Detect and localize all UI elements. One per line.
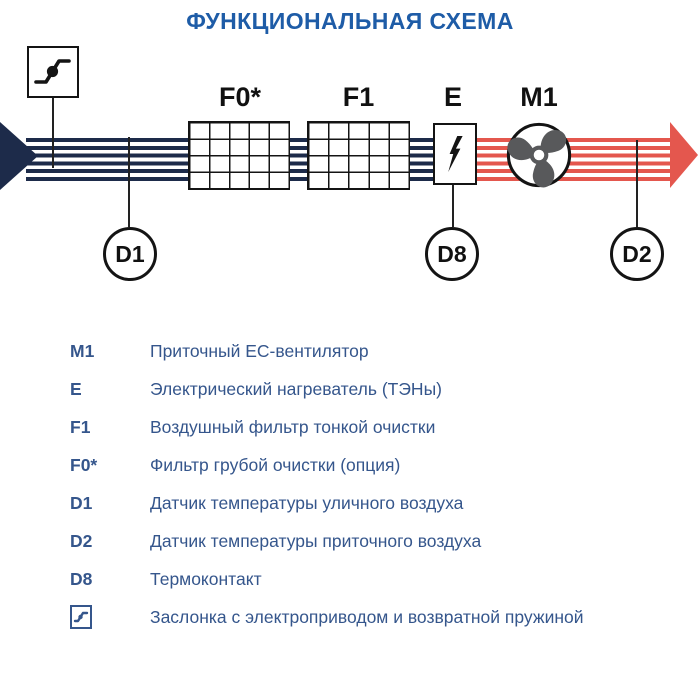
lightning-bolt-icon (448, 136, 463, 172)
page-title: ФУНКЦИОНАЛЬНАЯ СХЕМА (186, 8, 514, 34)
sensor-d8: D8 (425, 227, 479, 281)
sensor-d2: D2 (610, 227, 664, 281)
fan-unit (505, 121, 573, 189)
legend-row-m1: M1 Приточный EC-вентилятор (70, 332, 660, 370)
legend: M1 Приточный EC-вентилятор E Электрическ… (70, 332, 660, 636)
intake-arrow-icon (0, 122, 38, 190)
legend-desc: Датчик температуры уличного воздуха (150, 492, 464, 513)
legend-key: M1 (70, 340, 95, 361)
d1-connector-line (128, 137, 130, 227)
d2-connector-line (636, 140, 638, 227)
damper-connector-line (52, 98, 54, 168)
legend-key: F1 (70, 416, 91, 437)
d8-connector-line (452, 185, 454, 227)
legend-row-d8: D8 Термоконтакт (70, 560, 660, 598)
filter-f0-grid (188, 121, 290, 190)
filter-f1-grid (307, 121, 410, 190)
legend-key: D2 (70, 530, 93, 551)
fan-label: M1 (520, 82, 558, 112)
legend-row-e: E Электрический нагреватель (ТЭНы) (70, 370, 660, 408)
legend-row-d2: D2 Датчик температуры приточного воздуха (70, 522, 660, 560)
legend-desc: Электрический нагреватель (ТЭНы) (150, 378, 442, 399)
heater-box (433, 123, 477, 185)
legend-desc: Приточный EC-вентилятор (150, 340, 369, 361)
legend-row-f1: F1 Воздушный фильтр тонкой очистки (70, 408, 660, 446)
sensor-d8-label: D8 (437, 240, 467, 267)
legend-desc: Воздушный фильтр тонкой очистки (150, 416, 436, 437)
legend-key: D1 (70, 492, 93, 513)
legend-desc: Заслонка с электроприводом и возвратной … (150, 606, 584, 627)
sensor-d2-label: D2 (622, 240, 652, 267)
supply-arrow-icon (670, 122, 698, 188)
damper-actuator-icon (34, 59, 71, 84)
legend-row-f0: F0* Фильтр грубой очистки (опция) (70, 446, 660, 484)
legend-key (70, 605, 150, 629)
legend-row-d1: D1 Датчик температуры уличного воздуха (70, 484, 660, 522)
sensor-d1: D1 (103, 227, 157, 281)
legend-desc: Термоконтакт (150, 568, 262, 589)
damper-box (27, 46, 79, 98)
legend-key: D8 (70, 568, 93, 589)
legend-row-damper: Заслонка с электроприводом и возвратной … (70, 598, 660, 636)
fan-icon (506, 122, 572, 188)
legend-key: E (70, 378, 82, 399)
filter-f0-label: F0* (218, 82, 262, 112)
damper-icon (70, 605, 92, 629)
sensor-d1-label: D1 (115, 240, 145, 267)
legend-key: F0* (70, 454, 98, 475)
legend-desc: Фильтр грубой очистки (опция) (150, 454, 401, 475)
heater-label: E (443, 82, 462, 112)
legend-desc: Датчик температуры приточного воздуха (150, 530, 482, 551)
filter-f1-label: F1 (342, 82, 375, 112)
